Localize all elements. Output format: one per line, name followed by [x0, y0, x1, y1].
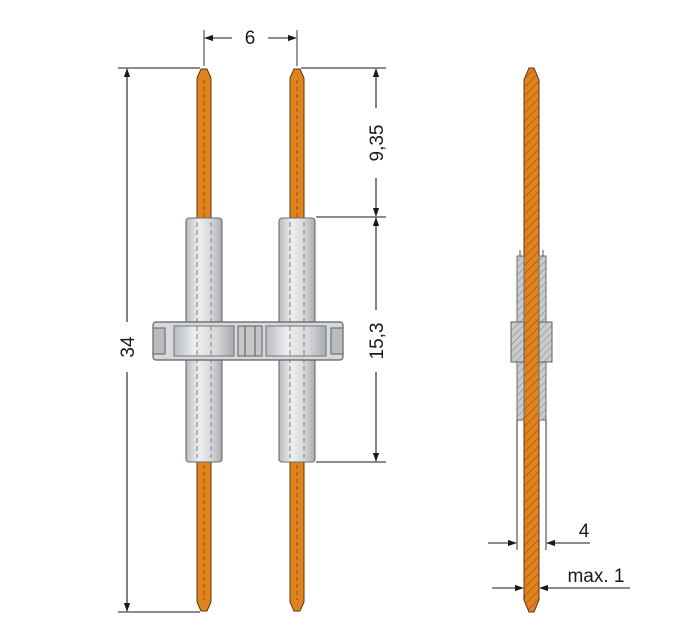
- dimension-total-length: 34: [118, 67, 200, 613]
- insulating-body: [152, 321, 344, 361]
- pin-thickness-label: 4: [579, 521, 590, 542]
- dimension-pitch: 6: [203, 28, 298, 66]
- side-pin-section: [523, 67, 540, 613]
- dimension-top-pin-length: 9,35: [301, 67, 388, 218]
- pitch-label: 6: [245, 28, 256, 49]
- sleeve-length-label: 15,3: [367, 323, 388, 360]
- side-sleeve-section: [510, 250, 553, 421]
- side-view: 4 max. 1: [488, 67, 630, 613]
- dimension-pin-thickness: 4: [488, 521, 590, 547]
- dimension-max-tolerance: max. 1: [492, 566, 630, 592]
- front-view: 6 34 9,35 15,3: [118, 28, 388, 613]
- top-pin-length-label: 9,35: [367, 125, 388, 162]
- total-length-label: 34: [118, 336, 139, 358]
- max-tolerance-label: max. 1: [567, 566, 624, 587]
- dimension-sleeve-length: 15,3: [316, 217, 388, 463]
